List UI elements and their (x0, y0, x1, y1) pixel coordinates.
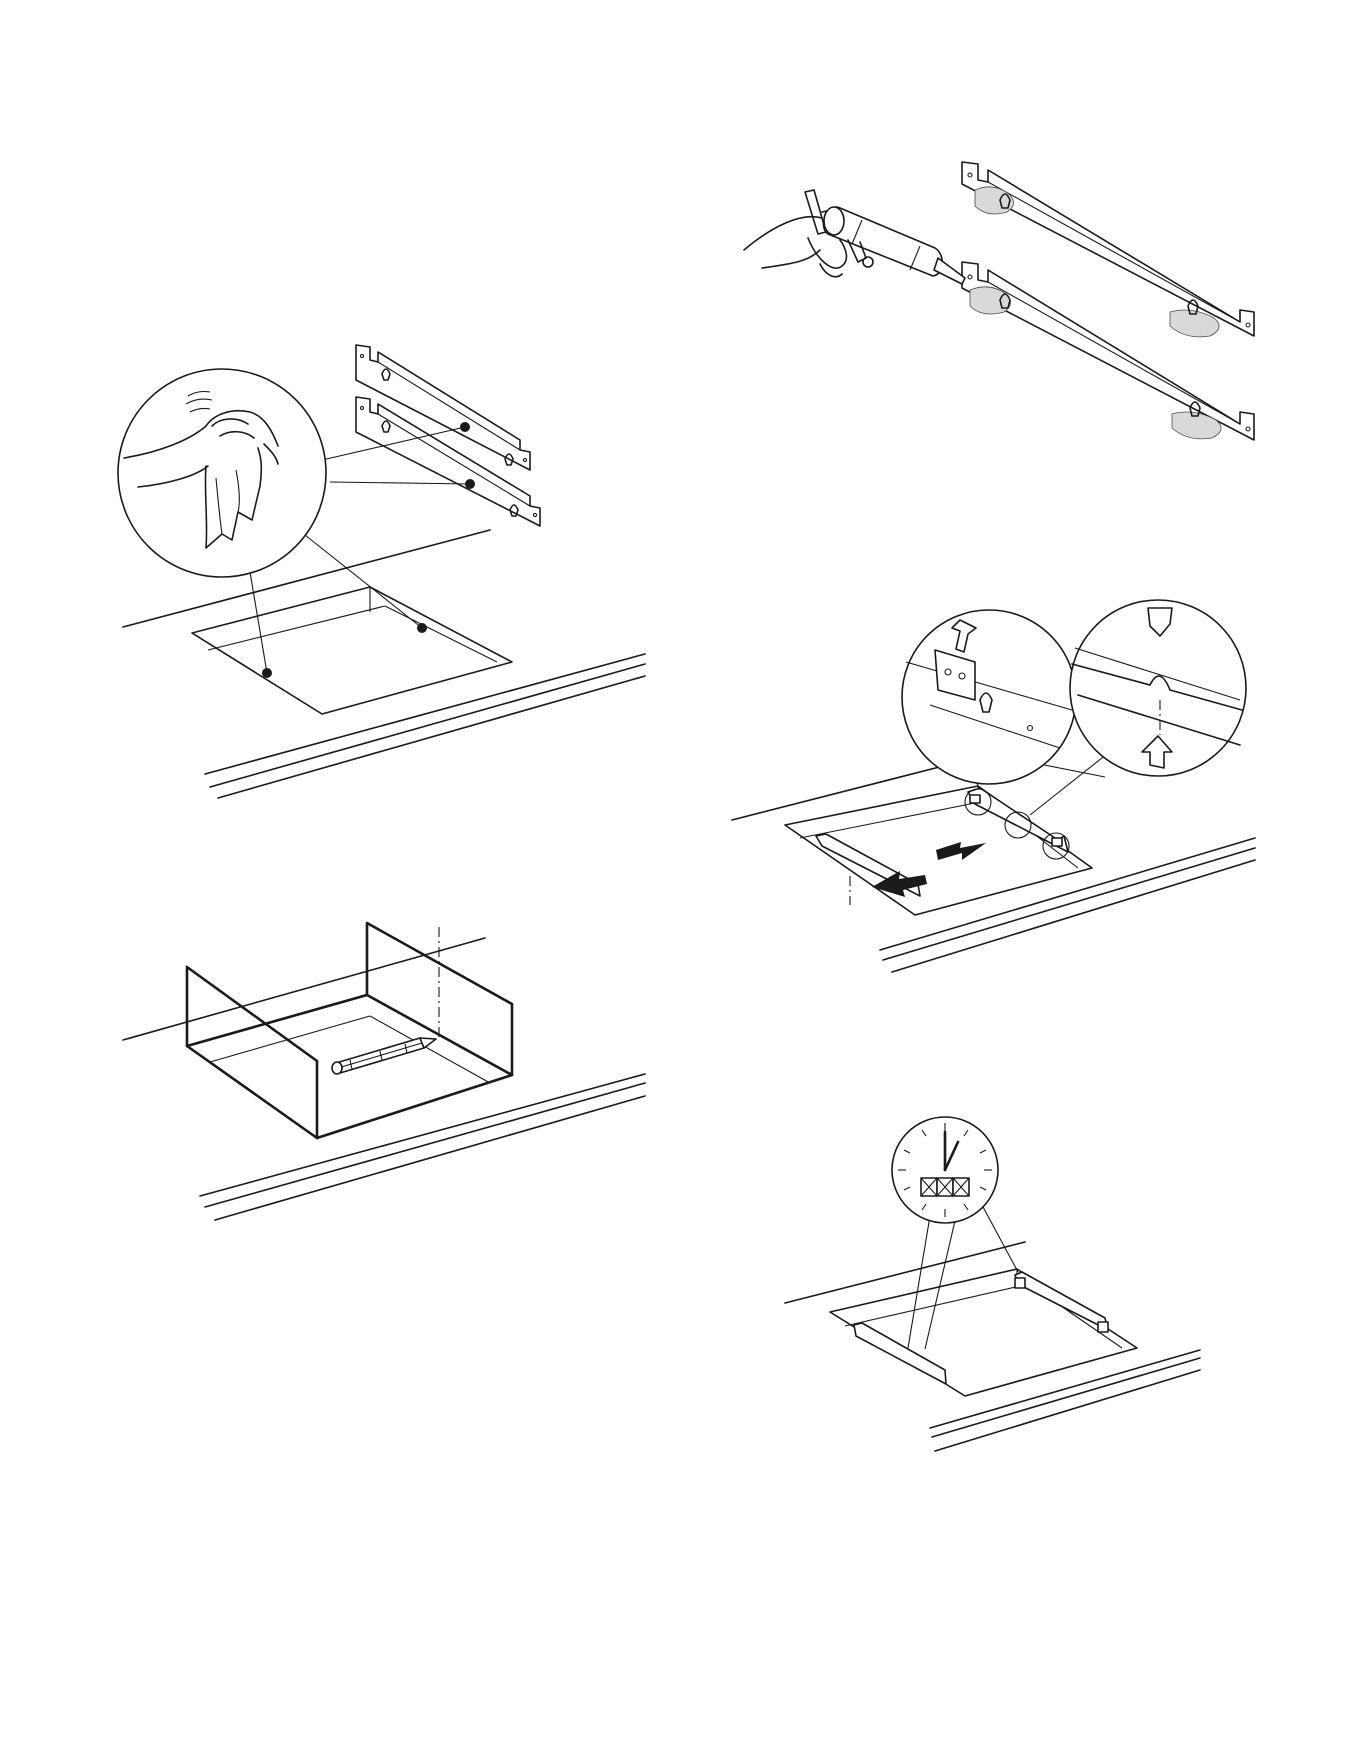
magnifier-circle-left (902, 610, 1076, 784)
mounting-bracket-front (816, 834, 920, 905)
magnifier-circle-right (1070, 600, 1246, 776)
magnifier-circle (118, 369, 326, 577)
mounting-bracket-back (1015, 1272, 1108, 1332)
adhesive-gun-icon (805, 190, 965, 284)
callout-dot (417, 623, 427, 633)
pencil-icon (332, 1038, 436, 1074)
cutout-opening (192, 587, 512, 714)
countertop (123, 938, 645, 1220)
placeholder-digits (921, 1178, 969, 1196)
figure-apply-adhesive (744, 162, 1254, 440)
callout-dot (460, 422, 470, 432)
callout-dot (465, 479, 475, 489)
clock-icon (892, 1117, 998, 1223)
callout-dot (262, 668, 272, 678)
countertop (732, 763, 1255, 972)
mounting-bracket-front (854, 1323, 946, 1384)
figure-clean-brackets (118, 345, 645, 798)
template-box (187, 923, 512, 1138)
figure-curing-time (785, 1117, 1200, 1451)
mounting-bracket-back (968, 788, 1068, 852)
figure-mark-cutout (123, 923, 645, 1220)
figure-position-brackets (732, 600, 1255, 972)
countertop (785, 1242, 1200, 1451)
mounting-bracket-front (962, 262, 1254, 440)
